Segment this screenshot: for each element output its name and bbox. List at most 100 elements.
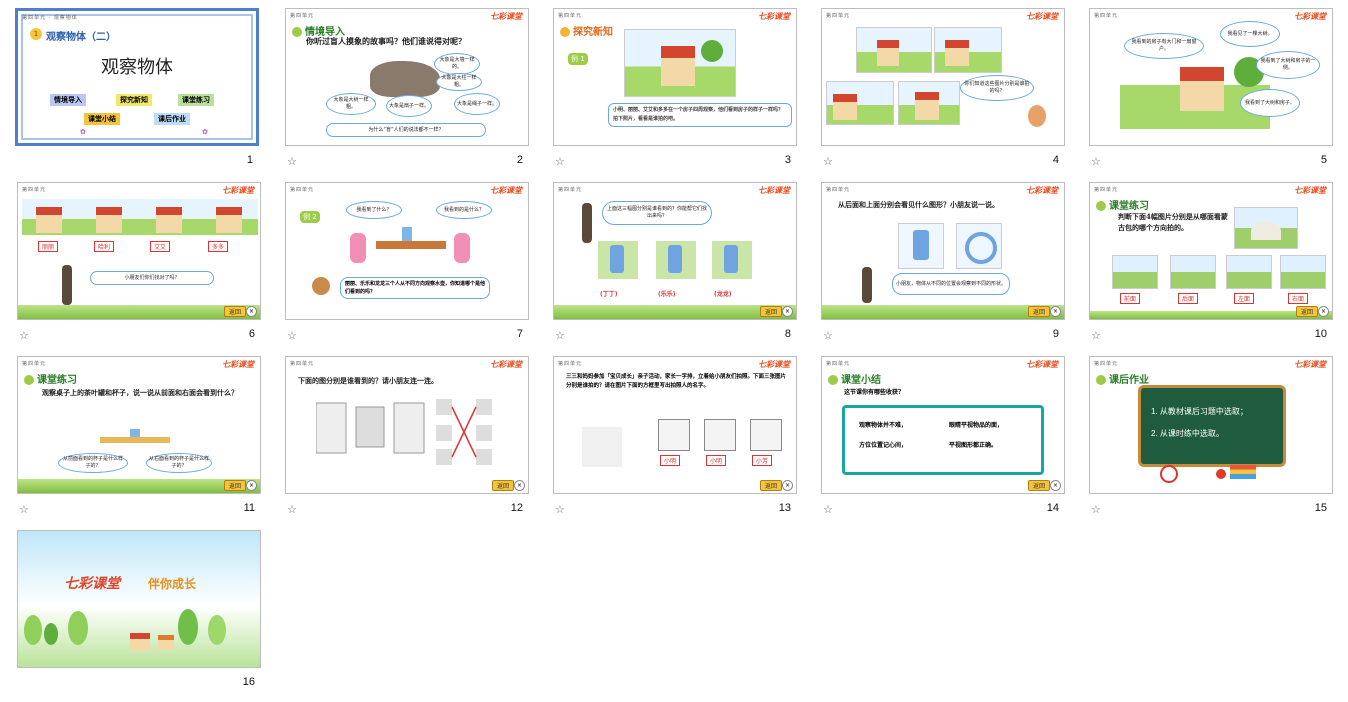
brand-logo: 七彩课堂 (758, 359, 790, 369)
mascot-icon (312, 277, 330, 295)
slide-9-canvas[interactable]: 第四单元七彩课堂 从后面和上面分别会看见什么图形？小朋友说一说。 小朋友，物体从… (821, 182, 1065, 320)
slide-thumb-4[interactable]: 第四单元七彩课堂 你们知道这些图片分别是谁拍的吗？ ☆ 4 (821, 8, 1065, 168)
slide-11-canvas[interactable]: 第四单元七彩课堂 课堂练习 观察桌子上的茶叶罐和杯子，说一说从前面和右面会看到什… (17, 356, 261, 494)
slide-13-canvas[interactable]: 第四单元七彩课堂 三三和妈妈参加「宝贝成长」亲子活动，家长一字排，立着给小朋友们… (553, 356, 797, 494)
slide-thumb-12[interactable]: 第四单元七彩课堂 下面的图分别是谁看到的？请小朋友连一连。 返回× ☆ 12 (285, 356, 529, 516)
slide-14-canvas[interactable]: 第四单元七彩课堂 课堂小结 这节课你有哪些收获？ 观察物体并不难， 眼睛平视物品… (821, 356, 1065, 494)
slide-thumb-8[interactable]: 第四单元七彩课堂 上面这三幅图分别是谁看到的？你能帮它们找出来吗？ (丁丁) (… (553, 182, 797, 342)
slide-thumb-11[interactable]: 第四单元七彩课堂 课堂练习 观察桌子上的茶叶罐和杯子，说一说从前面和右面会看到什… (17, 356, 261, 516)
back-button[interactable]: 返回 (759, 480, 782, 491)
bubble: 大象是绳子一样。 (454, 93, 500, 115)
scene-image (1120, 49, 1270, 129)
bubble: 我看到了大树和房子的一侧。 (1256, 51, 1320, 79)
slide-8-canvas[interactable]: 第四单元七彩课堂 上面这三幅图分别是谁看到的？你能帮它们找出来吗？ (丁丁) (… (553, 182, 797, 320)
flower-icon: ✿ (80, 128, 86, 136)
slide-2-canvas[interactable]: 第四单元七彩课堂 情境导入 你听过盲人摸象的故事吗？他们谁说得对呢？ 大象是大墙… (285, 8, 529, 146)
slide-15-canvas[interactable]: 第四单元七彩课堂 课后作业 1. 从教材课后习题中选取； 2. 从课时练中选取。 (1089, 356, 1333, 494)
name-label: (乐乐) (658, 291, 676, 298)
back-button[interactable]: 返回 (223, 480, 246, 491)
close-icon[interactable]: × (246, 480, 257, 491)
close-icon[interactable]: × (1050, 480, 1061, 491)
star-icon: ☆ (555, 503, 565, 516)
slide-thumb-5[interactable]: 第四单元七彩课堂 我看到的房子有大门和一扇窗户。 我看见了一棵大树。 我看到了大… (1089, 8, 1333, 168)
slide-number: 7 (516, 328, 523, 340)
close-icon[interactable]: × (1318, 306, 1329, 317)
answer-tag: 小明 (706, 455, 727, 466)
star-icon: ☆ (555, 155, 565, 168)
brand-logo: 七彩课堂 (222, 185, 254, 195)
people-illustration (582, 427, 622, 467)
name-label: (丁丁) (600, 291, 618, 298)
slide-1-canvas[interactable]: 第四单元 · 观察物体 1 观察物体（二） 观察物体 情境导入 探究新知 课堂练… (15, 8, 259, 146)
elephant-illustration (370, 61, 440, 97)
back-button[interactable]: 返回 (491, 480, 514, 491)
close-icon[interactable]: × (514, 480, 525, 491)
slide-4-canvas[interactable]: 第四单元七彩课堂 你们知道这些图片分别是谁拍的吗？ (821, 8, 1065, 146)
back-button[interactable]: 返回 (1295, 306, 1318, 317)
chalkboard: 1. 从教材课后习题中选取； 2. 从课时练中选取。 (1138, 385, 1286, 467)
close-icon[interactable]: × (782, 306, 793, 317)
back-button[interactable]: 返回 (759, 306, 782, 317)
slide-number: 12 (510, 502, 523, 514)
bubble: 我看见了一棵大树。 (1220, 21, 1280, 47)
apple-icon (1216, 469, 1226, 479)
back-button[interactable]: 返回 (1027, 480, 1050, 491)
bubble: 从前面看到的杯子是什么样子的？ (58, 453, 128, 473)
badge-icon: 1 (30, 28, 42, 40)
slide-12-canvas[interactable]: 第四单元七彩课堂 下面的图分别是谁看到的？请小朋友连一连。 返回× (285, 356, 529, 494)
slide-9-text: 从后面和上面分别会看见什么图形？小朋友说一说。 (838, 200, 999, 209)
photo-frame-3 (750, 419, 782, 451)
mascot-icon (1028, 105, 1046, 127)
kettle-back-view (898, 223, 944, 269)
slide-number: 3 (784, 154, 791, 166)
slide-6-canvas[interactable]: 第四单元七彩课堂 丽丽 哈利 艾艾 多多 小朋友们你们找对了吗？ 返回× (17, 182, 261, 320)
section-header: 课堂小结 (828, 371, 881, 386)
grass-decoration (1090, 311, 1332, 319)
slide-10-canvas[interactable]: 第四单元七彩课堂 课堂练习 判断下面4幅图片分别是从哪面看蒙古包的哪个方向拍的。… (1089, 182, 1333, 320)
btn-intro[interactable]: 情境导入 (50, 94, 86, 106)
btn-summary[interactable]: 课堂小结 (84, 113, 120, 125)
bubble: 上面这三幅图分别是谁看到的？你能帮它们找出来吗？ (602, 201, 712, 225)
btn-practice[interactable]: 课堂练习 (178, 94, 214, 106)
scene-image (624, 29, 736, 97)
slide-thumb-3[interactable]: 第四单元七彩课堂 探究新知 例 1 小明、丽丽、艾艾和多多在一个房子四周观察，他… (553, 8, 797, 168)
star-icon: ☆ (823, 155, 833, 168)
bubble: 从右面看到的杯子是什么样子的？ (146, 453, 212, 473)
slide-thumb-2[interactable]: 第四单元七彩课堂 情境导入 你听过盲人摸象的故事吗？他们谁说得对呢？ 大象是大墙… (285, 8, 529, 168)
house-decoration (130, 633, 150, 651)
slide-thumb-15[interactable]: 第四单元七彩课堂 课后作业 1. 从教材课后习题中选取； 2. 从课时练中选取。… (1089, 356, 1333, 516)
slide-16-canvas[interactable]: 七彩课堂 伴你成长 (17, 530, 261, 668)
slide-number: 16 (242, 676, 255, 688)
btn-explore[interactable]: 探究新知 (116, 94, 152, 106)
slide-5-canvas[interactable]: 第四单元七彩课堂 我看到的房子有大门和一扇窗户。 我看见了一棵大树。 我看到了大… (1089, 8, 1333, 146)
btn-homework[interactable]: 课后作业 (154, 113, 190, 125)
star-icon: ☆ (555, 329, 565, 342)
slide-thumb-16[interactable]: 七彩课堂 伴你成长 16 (17, 530, 261, 690)
slide-thumb-9[interactable]: 第四单元七彩课堂 从后面和上面分别会看见什么图形？小朋友说一说。 小朋友，物体从… (821, 182, 1065, 342)
slide-thumb-14[interactable]: 第四单元七彩课堂 课堂小结 这节课你有哪些收获？ 观察物体并不难， 眼睛平视物品… (821, 356, 1065, 516)
grass-decoration (822, 305, 1064, 319)
slide-thumb-7[interactable]: 第四单元七彩课堂 例 2 我看到了什么？ 我看到的是什么？ 丽丽、乐乐和龙龙三个… (285, 182, 529, 342)
slide-7-canvas[interactable]: 第四单元七彩课堂 例 2 我看到了什么？ 我看到的是什么？ 丽丽、乐乐和龙龙三个… (285, 182, 529, 320)
slide-thumb-6[interactable]: 第四单元七彩课堂 丽丽 哈利 艾艾 多多 小朋友们你们找对了吗？ 返回× ☆ 6 (17, 182, 261, 342)
close-icon[interactable]: × (782, 480, 793, 491)
brand-logo: 七彩课堂 (1294, 185, 1326, 195)
close-icon[interactable]: × (246, 306, 257, 317)
name-tag: 多多 (208, 241, 229, 252)
slide-thumb-1[interactable]: 第四单元 · 观察物体 1 观察物体（二） 观察物体 情境导入 探究新知 课堂练… (15, 8, 259, 168)
photo-frame-2 (704, 419, 736, 451)
back-button[interactable]: 返回 (223, 306, 246, 317)
star-icon: ☆ (1091, 329, 1101, 342)
books-icon (1230, 465, 1256, 479)
answer-tag: 小芳 (752, 455, 773, 466)
close-icon[interactable]: × (1050, 306, 1061, 317)
slide-number: 1 (246, 154, 253, 166)
slide-3-canvas[interactable]: 第四单元七彩课堂 探究新知 例 1 小明、丽丽、艾艾和多多在一个房子四周观察，他… (553, 8, 797, 146)
name-tag: 哈利 (94, 241, 115, 252)
brand-logo: 七彩课堂 (490, 11, 522, 21)
photo-4 (898, 81, 960, 125)
section-icon (1096, 201, 1106, 211)
back-button[interactable]: 返回 (1027, 306, 1050, 317)
slide-thumb-10[interactable]: 第四单元七彩课堂 课堂练习 判断下面4幅图片分别是从哪面看蒙古包的哪个方向拍的。… (1089, 182, 1333, 342)
slide-thumb-13[interactable]: 第四单元七彩课堂 三三和妈妈参加「宝贝成长」亲子活动，家长一字排，立着给小朋友们… (553, 356, 797, 516)
